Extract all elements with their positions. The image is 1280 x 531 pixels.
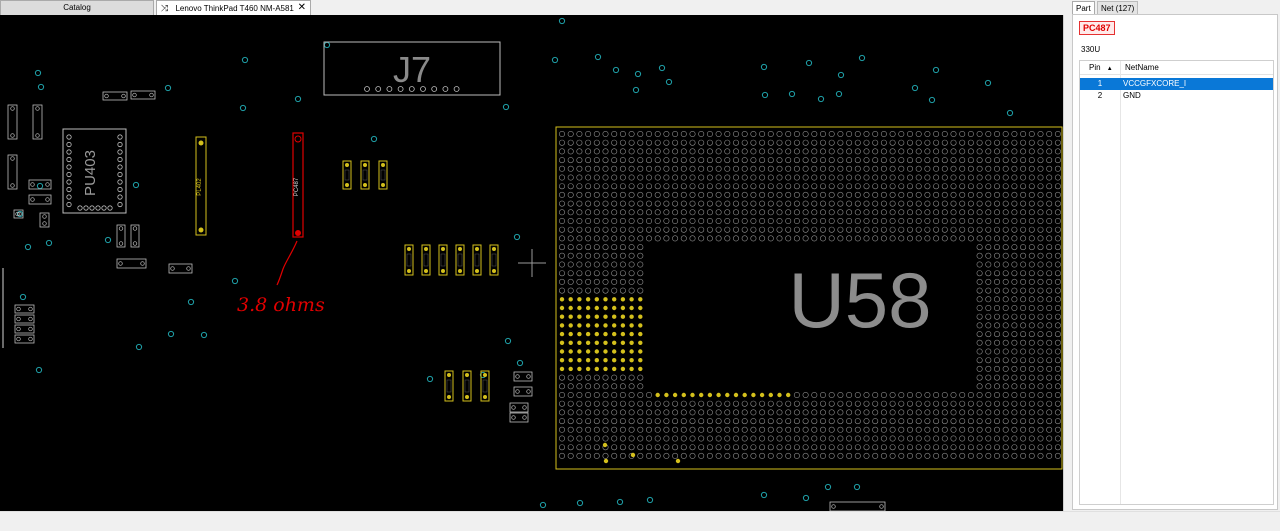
inductor-pl402[interactable]: PL402 (195, 136, 207, 236)
part-name-badge: PC487 (1079, 21, 1115, 35)
annotation-resistance: 3.8 ohms (237, 240, 325, 316)
label-pu403: PU403 (82, 150, 99, 196)
u58-balls (558, 131, 1061, 464)
capacitor-pc487-highlighted[interactable]: PC487 (292, 132, 304, 238)
tab-catalog-label: Catalog (63, 3, 91, 12)
pu403-pins (66, 134, 123, 211)
panel-splitter[interactable] (1063, 15, 1071, 511)
part-tab-content: PC487 330U Pin ▲ NetName 1 VCCGFXCORE_I … (1072, 14, 1278, 510)
board-viewer[interactable]: J7 PU403 PL402 PC487 3.8 ohms (0, 15, 1063, 511)
tab-board-label: Lenovo ThinkPad T460 NM-A581 (175, 4, 294, 13)
shuffle-icon: ⤨ (161, 3, 169, 13)
label-u58: U58 (788, 256, 931, 344)
close-icon[interactable]: ✕ (297, 2, 306, 13)
tab-board[interactable]: ⤨ Lenovo ThinkPad T460 NM-A581 ✕ (156, 0, 311, 15)
board-canvas[interactable]: J7 PU403 PL402 PC487 3.8 ohms (0, 15, 1063, 511)
j7-pins (364, 86, 460, 92)
label-pc487: PC487 (294, 177, 300, 196)
small-components (2, 90, 886, 511)
pins-table[interactable]: Pin ▲ NetName 1 VCCGFXCORE_I 2 GND (1079, 60, 1274, 505)
tab-catalog[interactable]: Catalog (0, 0, 154, 15)
header-pin[interactable]: Pin ▲ (1080, 61, 1120, 75)
connector-j7[interactable]: J7 (323, 41, 501, 96)
tab-net[interactable]: Net (127) (1097, 1, 1139, 15)
label-j7: J7 (393, 49, 431, 90)
part-info-panel: Part Net (127) PC487 330U Pin ▲ NetName … (1071, 0, 1280, 511)
chip-pu403[interactable]: PU403 (62, 128, 127, 214)
sort-ascending-icon: ▲ (1106, 66, 1113, 72)
label-pl402: PL402 (197, 178, 203, 196)
column-divider (1120, 61, 1121, 504)
small-capacitors (342, 160, 499, 402)
tab-part[interactable]: Part (1072, 1, 1095, 15)
annotation-text: 3.8 ohms (237, 294, 325, 316)
crosshair-cursor (518, 249, 546, 277)
chip-u58[interactable]: U58 (555, 126, 1063, 470)
part-value: 330U (1081, 45, 1101, 54)
document-tab-bar: Catalog ⤨ Lenovo ThinkPad T460 NM-A581 ✕ (0, 0, 1068, 15)
header-netname[interactable]: NetName (1121, 61, 1273, 75)
status-bar (0, 511, 1280, 531)
via-layer (16, 17, 1014, 509)
table-row[interactable]: 1 VCCGFXCORE_I (1080, 78, 1273, 90)
table-row[interactable]: 2 GND (1097, 91, 1141, 100)
